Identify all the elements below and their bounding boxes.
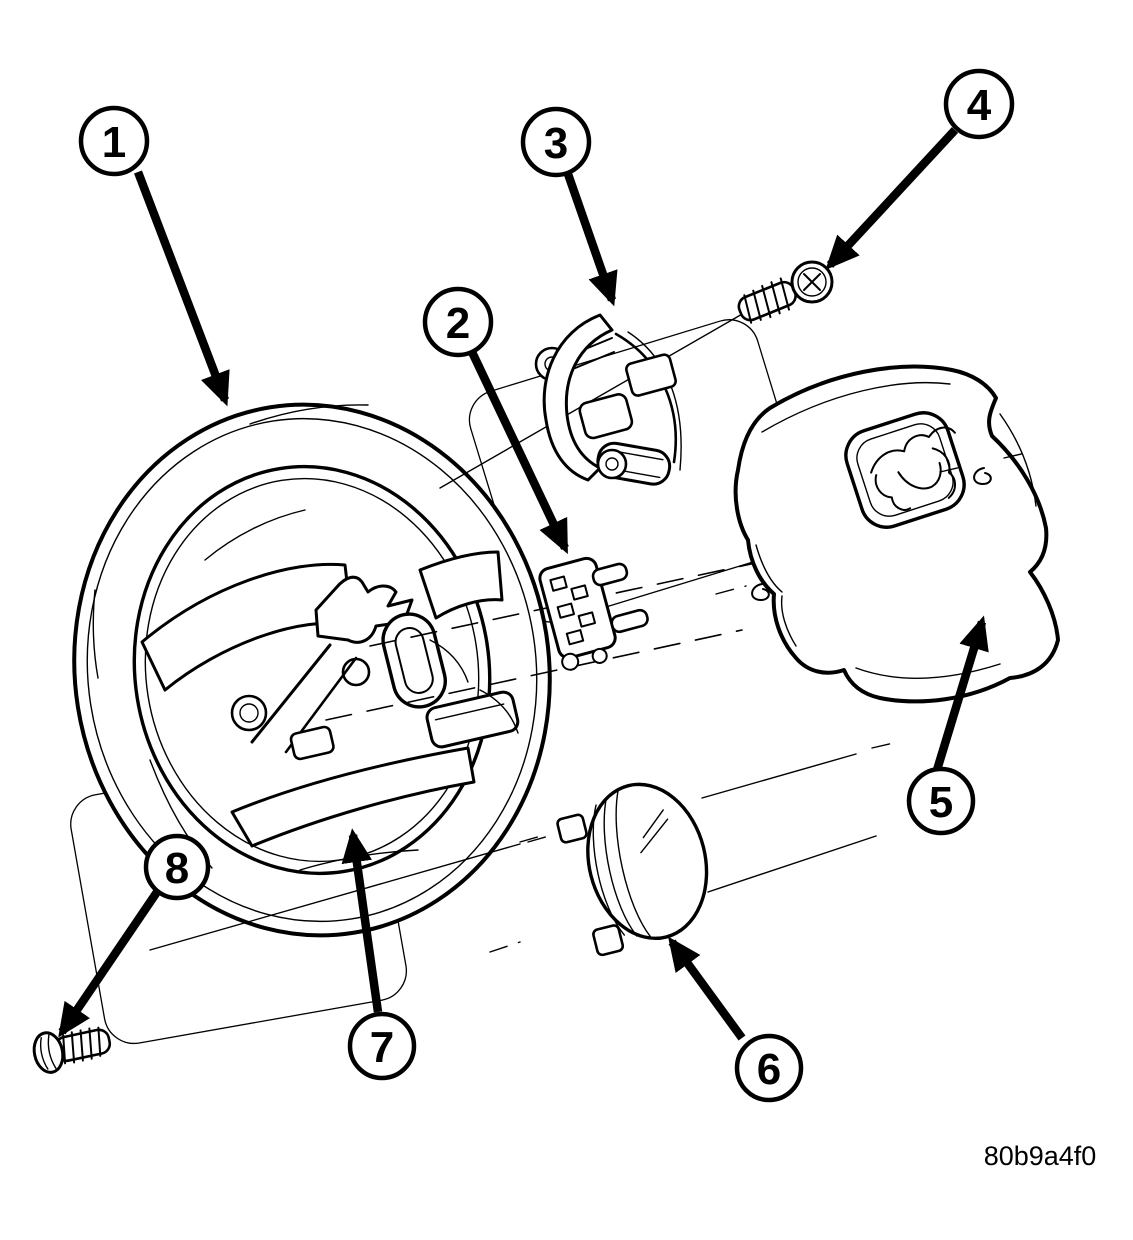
callout-4-number: 4	[967, 81, 992, 130]
callout-5-badge: 5	[906, 766, 976, 836]
callout-2-number: 2	[446, 299, 470, 348]
callout-8-badge: 8	[143, 833, 211, 901]
callout-7-arrow	[341, 828, 383, 1013]
screw-4-drawing	[737, 260, 834, 324]
callout-5-arrow	[932, 615, 989, 772]
callout-3-number: 3	[544, 119, 568, 168]
screw-8-drawing	[32, 1026, 112, 1074]
callout-arrows	[58, 127, 989, 1041]
callout-1-number: 1	[102, 118, 126, 167]
ram-logo-badge	[844, 411, 966, 529]
callout-5-number: 5	[929, 778, 953, 827]
callout-1-badge: 1	[78, 105, 150, 177]
callout-6-arrow	[667, 936, 746, 1041]
callout-2-arrow	[468, 350, 569, 555]
figure-code-label: 80b9a4f0	[984, 1141, 1097, 1171]
callout-6-badge: 6	[734, 1033, 804, 1103]
steering-wheel-drawing	[72, 402, 552, 938]
callout-4-arrow	[825, 127, 959, 270]
callout-8-number: 8	[165, 844, 189, 893]
airbag-module-drawing	[715, 364, 1060, 704]
callout-2-badge: 2	[422, 286, 494, 358]
callout-3-arrow	[563, 172, 618, 307]
callout-3-badge: 3	[520, 106, 592, 178]
callout-6-number: 6	[757, 1045, 781, 1094]
horn-bracket-drawing	[534, 313, 682, 486]
callout-1-arrow	[134, 170, 230, 407]
clip-symbols	[715, 451, 1031, 601]
callout-7-number: 7	[370, 1023, 394, 1072]
callout-8-arrow	[58, 889, 161, 1038]
callout-7-badge: 7	[347, 1011, 417, 1081]
callout-4-badge: 4	[943, 68, 1015, 140]
clockspring-connector-drawing	[538, 556, 649, 671]
damper-disc-drawing	[489, 741, 899, 957]
